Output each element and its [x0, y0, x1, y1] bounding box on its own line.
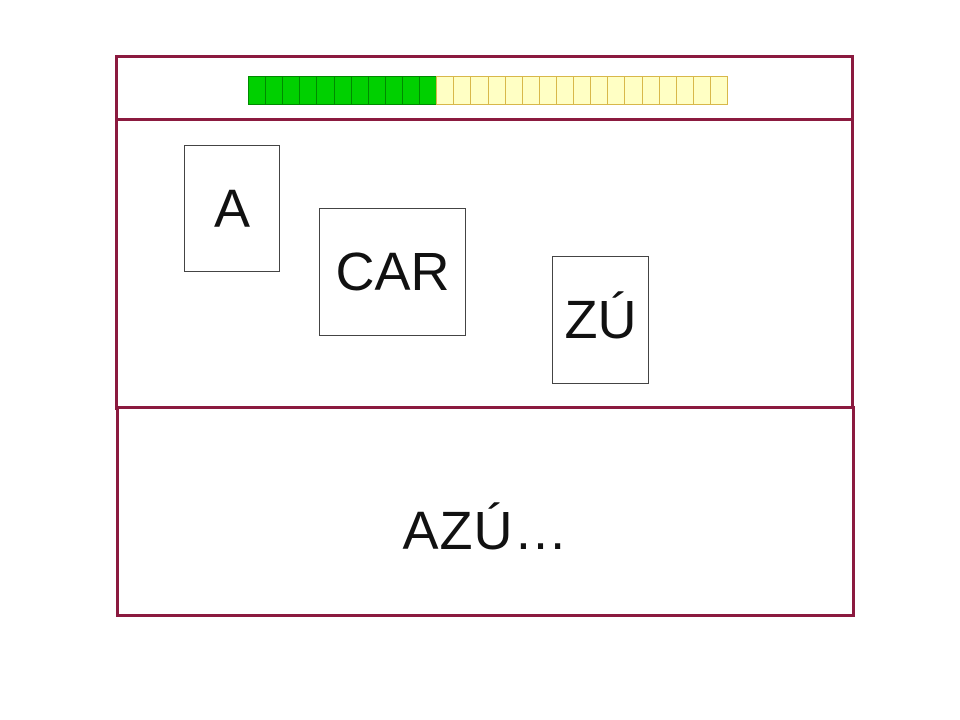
progress-segment-filled — [316, 76, 335, 105]
progress-segment-empty — [590, 76, 609, 105]
progress-segment-filled — [419, 76, 438, 105]
progress-segment-empty — [521, 76, 540, 105]
progress-segment-filled — [367, 76, 386, 105]
progress-segment-filled — [282, 76, 301, 105]
progress-segment-filled — [333, 76, 352, 105]
progress-segment-empty — [692, 76, 711, 105]
syllable-card-label: A — [213, 178, 251, 239]
progress-segment-filled — [265, 76, 284, 105]
syllable-card-a[interactable]: A — [184, 145, 280, 272]
progress-segment-empty — [675, 76, 694, 105]
syllable-card-car[interactable]: CAR — [319, 208, 466, 336]
progress-bar — [248, 76, 729, 105]
syllable-card-label: CAR — [335, 242, 450, 302]
progress-segment-filled — [384, 76, 403, 105]
progress-segment-empty — [607, 76, 626, 105]
progress-segment-empty — [504, 76, 523, 105]
progress-segment-filled — [248, 76, 267, 105]
progress-segment-empty — [470, 76, 489, 105]
answer-area — [116, 406, 855, 617]
progress-segment-empty — [453, 76, 472, 105]
progress-segment-empty — [573, 76, 592, 105]
progress-segment-empty — [658, 76, 677, 105]
progress-segment-empty — [538, 76, 557, 105]
progress-segment-filled — [401, 76, 421, 105]
progress-segment-empty — [641, 76, 660, 105]
progress-segment-empty — [624, 76, 643, 105]
progress-segment-empty — [487, 76, 506, 105]
syllable-card-zu[interactable]: ZÚ — [552, 256, 649, 384]
progress-segment-empty — [709, 76, 729, 105]
progress-segment-empty — [555, 76, 575, 105]
progress-segment-filled — [299, 76, 318, 105]
answer-text: AZÚ… — [402, 501, 569, 561]
progress-segment-empty — [436, 76, 455, 105]
progress-segment-filled — [350, 76, 369, 105]
syllable-card-label: ZÚ — [564, 290, 637, 350]
